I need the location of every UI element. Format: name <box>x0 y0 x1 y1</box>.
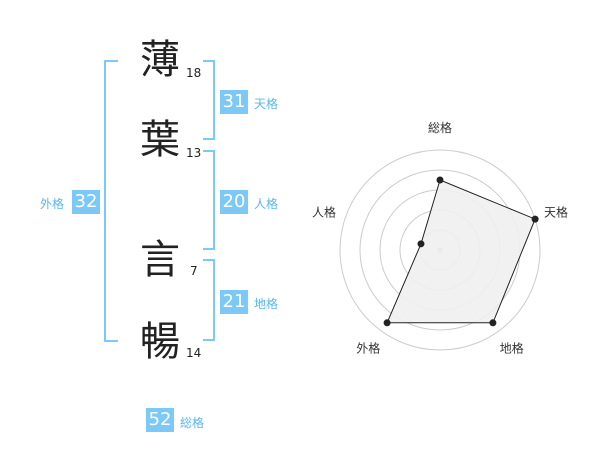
name-char-4: 暢 <box>140 319 180 365</box>
chikaku-bracket <box>203 259 215 341</box>
radar-point-2 <box>489 319 497 327</box>
radar-axis-label: 総格 <box>428 120 452 135</box>
gaikaku-bracket <box>104 60 118 342</box>
radar-point-4 <box>417 240 425 248</box>
name-char-2: 葉 <box>140 117 180 163</box>
gaikaku-value: 32 <box>72 190 100 214</box>
tenkaku-value: 31 <box>220 90 248 114</box>
name-char-4-strokes: 14 <box>186 346 202 360</box>
radar-point-0 <box>436 176 444 184</box>
jinkaku-bracket <box>203 150 215 250</box>
radar-grid-ring <box>339 149 541 351</box>
tenkaku-label: 天格 <box>254 97 279 111</box>
chikaku-label: 地格 <box>254 297 279 311</box>
radar-axis-label: 地格 <box>500 341 524 356</box>
radar-point-1 <box>531 215 539 223</box>
name-char-3-strokes: 7 <box>190 264 198 278</box>
name-char-3: 言 <box>140 237 180 283</box>
radar-series-area <box>386 179 536 324</box>
chikaku-value: 21 <box>220 290 248 314</box>
jinkaku-label: 人格 <box>254 197 279 211</box>
radar-axis-label: 人格 <box>312 204 336 219</box>
soukaku-value: 52 <box>146 408 174 432</box>
radar-axis-label: 外格 <box>356 341 380 356</box>
jinkaku-value: 20 <box>220 190 248 214</box>
gaikaku-label: 外格 <box>40 197 65 211</box>
soukaku-label: 総格 <box>180 416 205 430</box>
name-char-2-strokes: 13 <box>186 146 202 160</box>
name-char-1-strokes: 18 <box>186 66 202 80</box>
tenkaku-bracket <box>203 60 215 140</box>
radar-axis-label: 天格 <box>544 204 568 219</box>
radar-point-3 <box>383 319 391 327</box>
name-char-1: 薄 <box>140 37 180 83</box>
